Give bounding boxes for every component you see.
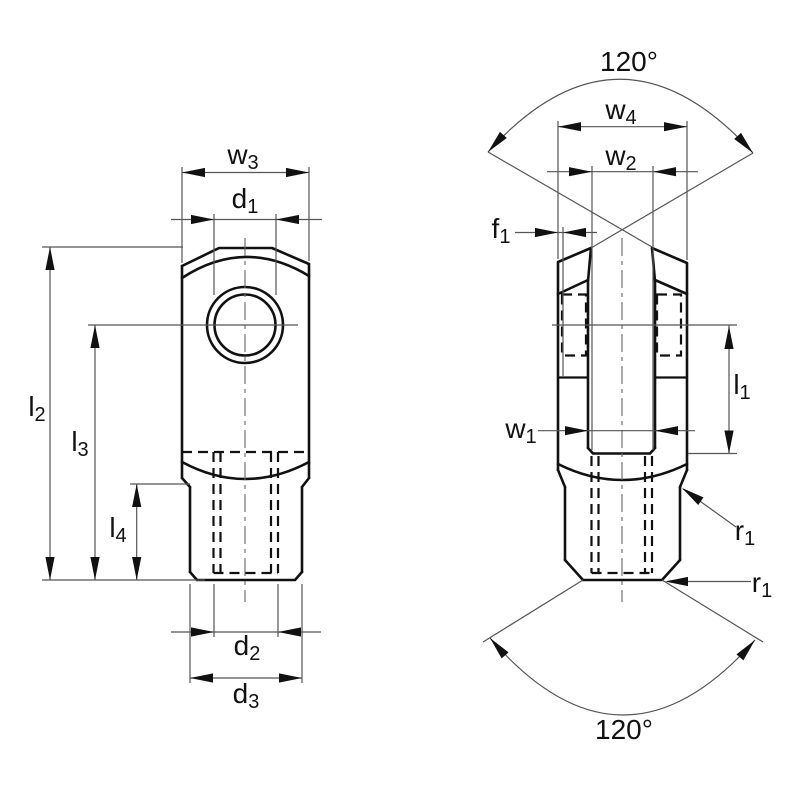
label-r1-upper: r1 (734, 515, 756, 550)
label-w1: w1 (505, 413, 537, 448)
left-prong-hole-hidden (560, 293, 588, 357)
label-l4: l4 (109, 512, 127, 547)
dim-l2 (42, 246, 205, 581)
dim-l4 (130, 483, 190, 580)
label-r1-lower: r1 (751, 567, 773, 602)
front-centerlines (88, 238, 298, 602)
dim-d3 (189, 584, 303, 683)
label-d1: d1 (231, 183, 259, 218)
side-part-outline (556, 246, 689, 582)
dim-w1 (538, 426, 695, 436)
label-l2: l2 (28, 391, 46, 426)
dim-l1 (688, 325, 737, 455)
label-d2: d2 (233, 630, 261, 665)
slot-bottom (586, 446, 657, 455)
front-hidden-lines (182, 450, 309, 575)
dim-f1 (515, 227, 597, 376)
dim-w4 (557, 121, 688, 260)
right-prong-hole-hidden (655, 293, 683, 357)
angle-120-top (484, 78, 757, 249)
dim-w2 (547, 166, 698, 450)
label-w2: w2 (605, 140, 637, 175)
label-w3: w3 (227, 139, 259, 174)
label-l3: l3 (71, 426, 89, 461)
side-centerlines (552, 238, 737, 602)
dim-d2 (171, 584, 321, 637)
leader-r1-upper (679, 484, 737, 528)
angle-120-bottom (482, 579, 764, 716)
label-d3: d3 (232, 678, 260, 713)
label-l1: l1 (733, 369, 751, 404)
side-hidden-lines (560, 293, 683, 575)
leader-r1-lower (665, 576, 751, 587)
side-view (482, 78, 764, 716)
dim-l3 (90, 325, 100, 580)
label-f1: f1 (491, 213, 511, 248)
front-view (42, 167, 322, 683)
label-angle-bottom: 120° (595, 714, 653, 745)
dim-d1 (171, 214, 322, 295)
label-w4: w4 (605, 94, 637, 129)
label-angle-top: 120° (600, 46, 658, 77)
